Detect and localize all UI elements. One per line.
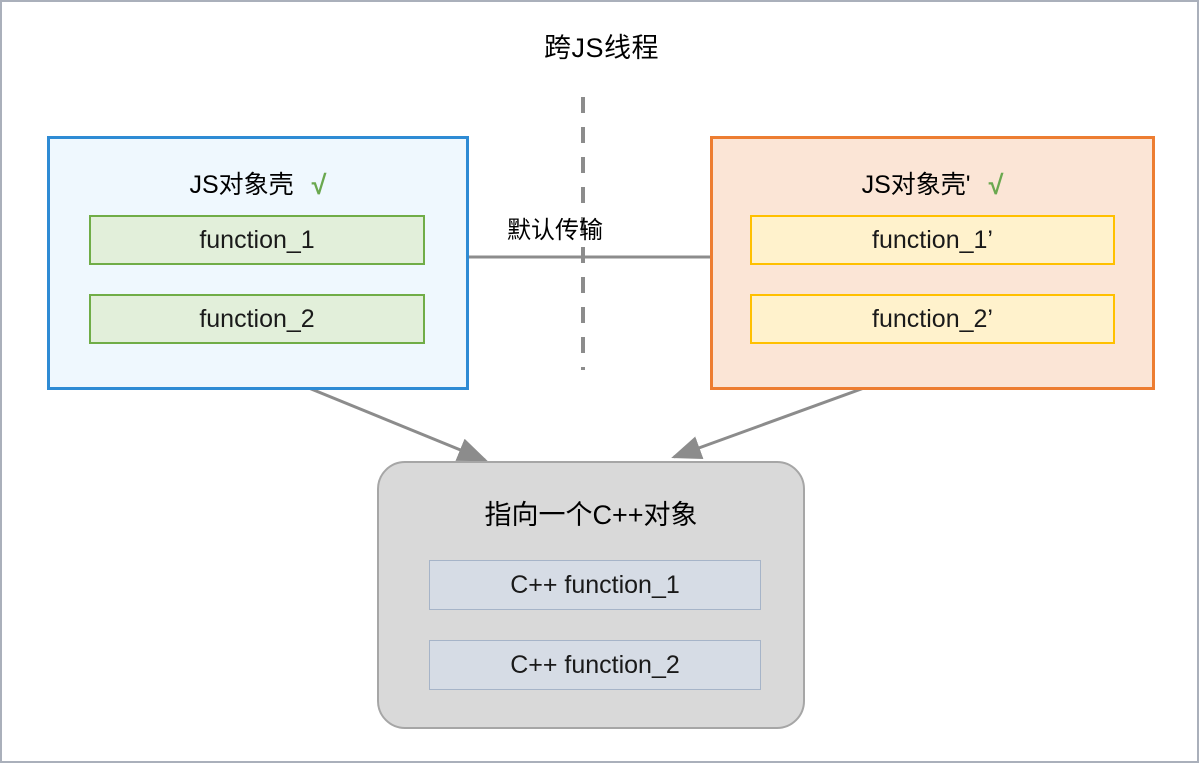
cpp-function-2-box[interactable]: C++ function_2: [429, 640, 761, 690]
page-title: 跨JS线程: [543, 33, 659, 63]
right-function-1-box[interactable]: function_1’: [750, 215, 1115, 265]
cpp-object-box[interactable]: 指向一个C++对象 C++ function_1 C++ function_2: [377, 461, 805, 729]
left-shell-label: JS对象壳: [189, 171, 294, 199]
left-shell-header: JS对象壳 √: [50, 165, 466, 201]
transfer-arrow-label: 默认传输: [507, 217, 603, 244]
cpp-function-1-box[interactable]: C++ function_1: [429, 560, 761, 610]
right-js-object-shell[interactable]: JS对象壳' √ function_1’ function_2’: [710, 136, 1155, 390]
left-function-1-box[interactable]: function_1: [89, 215, 425, 265]
left-function-2-box[interactable]: function_2: [89, 294, 425, 344]
checkmark-icon: √: [988, 170, 1004, 200]
checkmark-icon: √: [311, 170, 327, 200]
right-shell-header: JS对象壳' √: [713, 165, 1152, 201]
right-shell-label: JS对象壳': [861, 171, 971, 199]
cpp-object-label: 指向一个C++对象: [484, 500, 698, 530]
left-js-object-shell[interactable]: JS对象壳 √ function_1 function_2: [47, 136, 469, 390]
right-function-2-box[interactable]: function_2’: [750, 294, 1115, 344]
